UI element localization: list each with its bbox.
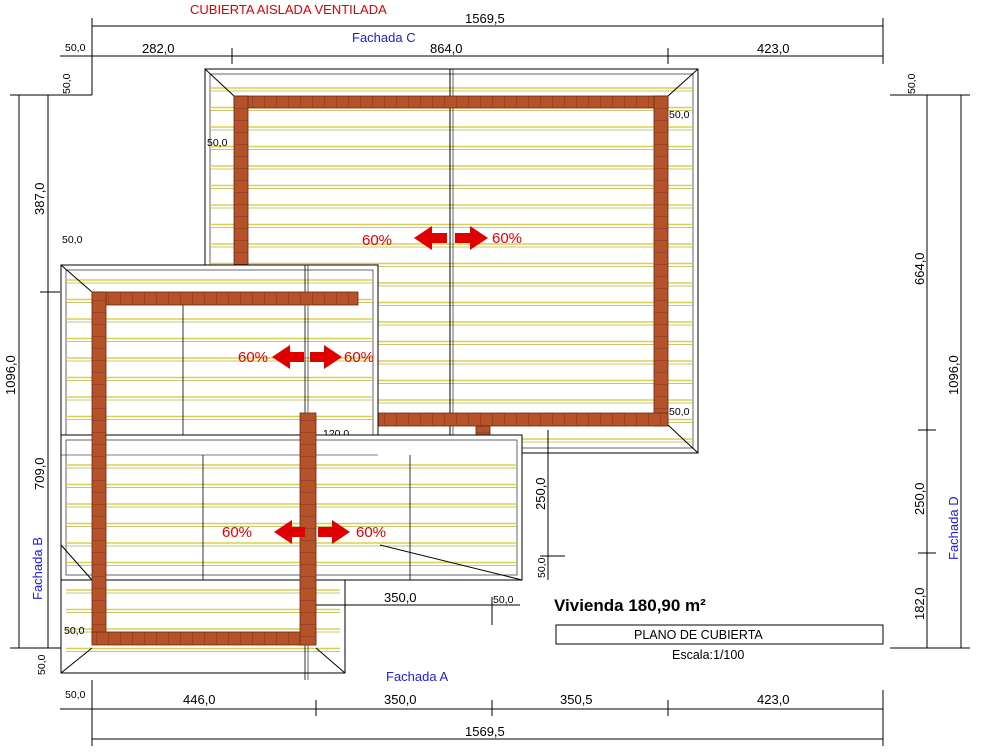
dim-small-inner-v: 50,0: [536, 557, 548, 578]
plan-title: PLANO DE CUBIERTA: [634, 628, 763, 642]
slope-arrows-upper: [414, 226, 488, 250]
facade-a-label: Fachada A: [386, 669, 448, 684]
slope-label-4: 60%: [344, 349, 374, 366]
dim-small-upper-left: 50,0: [207, 137, 228, 149]
dim-small-inner-h: 50,0: [493, 594, 514, 606]
dim-small-bottom-left: 50,0: [65, 689, 86, 701]
dim-total-top: 1569,5: [465, 11, 505, 26]
slope-label-2: 60%: [492, 230, 522, 247]
slope-label-3: 60%: [238, 349, 268, 366]
bottom-dimensions: [60, 680, 884, 746]
roof-block-lower: [60, 291, 523, 680]
dim-bottom-3: 350,5: [560, 692, 593, 707]
plan-scale: Escala:1/100: [672, 648, 744, 662]
dim-left-lower: 709,0: [32, 457, 47, 490]
slope-label-6: 60%: [356, 524, 386, 541]
dim-small-middle-left: 50,0: [62, 234, 83, 246]
slope-label-1: 60%: [362, 232, 392, 249]
dim-small-top-right-v: 50,0: [906, 73, 918, 94]
left-dimensions: [10, 94, 92, 649]
slope-arrows-lower: [274, 520, 350, 544]
dim-top-left: 282,0: [142, 41, 175, 56]
drawing-title: CUBIERTA AISLADA VENTILADA: [190, 2, 387, 17]
dim-small-top-left-v: 50,0: [61, 73, 73, 94]
dim-top-right: 423,0: [757, 41, 790, 56]
dim-left-upper: 387,0: [32, 182, 47, 215]
dim-right-mid: 250,0: [912, 482, 927, 515]
dim-bottom-4: 423,0: [757, 692, 790, 707]
dim-total-bottom: 1569,5: [465, 724, 505, 739]
dim-top-mid: 864,0: [430, 41, 463, 56]
dim-left-total: 1096,0: [3, 355, 18, 395]
dim-right-upper: 664,0: [912, 252, 927, 285]
dim-small-upper-right-low: 50,0: [669, 406, 690, 418]
dim-inner-250: 250,0: [533, 477, 548, 510]
dim-small-lower-left: 50,0: [64, 625, 85, 637]
dim-right-total: 1096,0: [946, 355, 961, 395]
facade-c-label: Fachada C: [352, 30, 416, 45]
dim-inner-350: 350,0: [384, 590, 417, 605]
slope-arrows-middle: [272, 345, 342, 369]
top-dimensions: [60, 18, 884, 95]
dim-bottom-1: 446,0: [183, 692, 216, 707]
slope-label-5: 60%: [222, 524, 252, 541]
dim-bottom-2: 350,0: [384, 692, 417, 707]
dim-right-lower: 182,0: [912, 587, 927, 620]
plan-title-box: [555, 624, 884, 645]
facade-d-label: Fachada D: [946, 496, 961, 560]
dim-small-upper-right: 50,0: [669, 109, 690, 121]
dim-small-left-v: 50,0: [36, 654, 48, 675]
right-dimensions: [890, 94, 970, 649]
facade-b-label: Fachada B: [30, 537, 45, 600]
vivienda-area: Vivienda 180,90 m²: [554, 596, 706, 615]
inner-dimensions: [316, 430, 565, 625]
dim-small-top-left: 50,0: [65, 42, 86, 54]
